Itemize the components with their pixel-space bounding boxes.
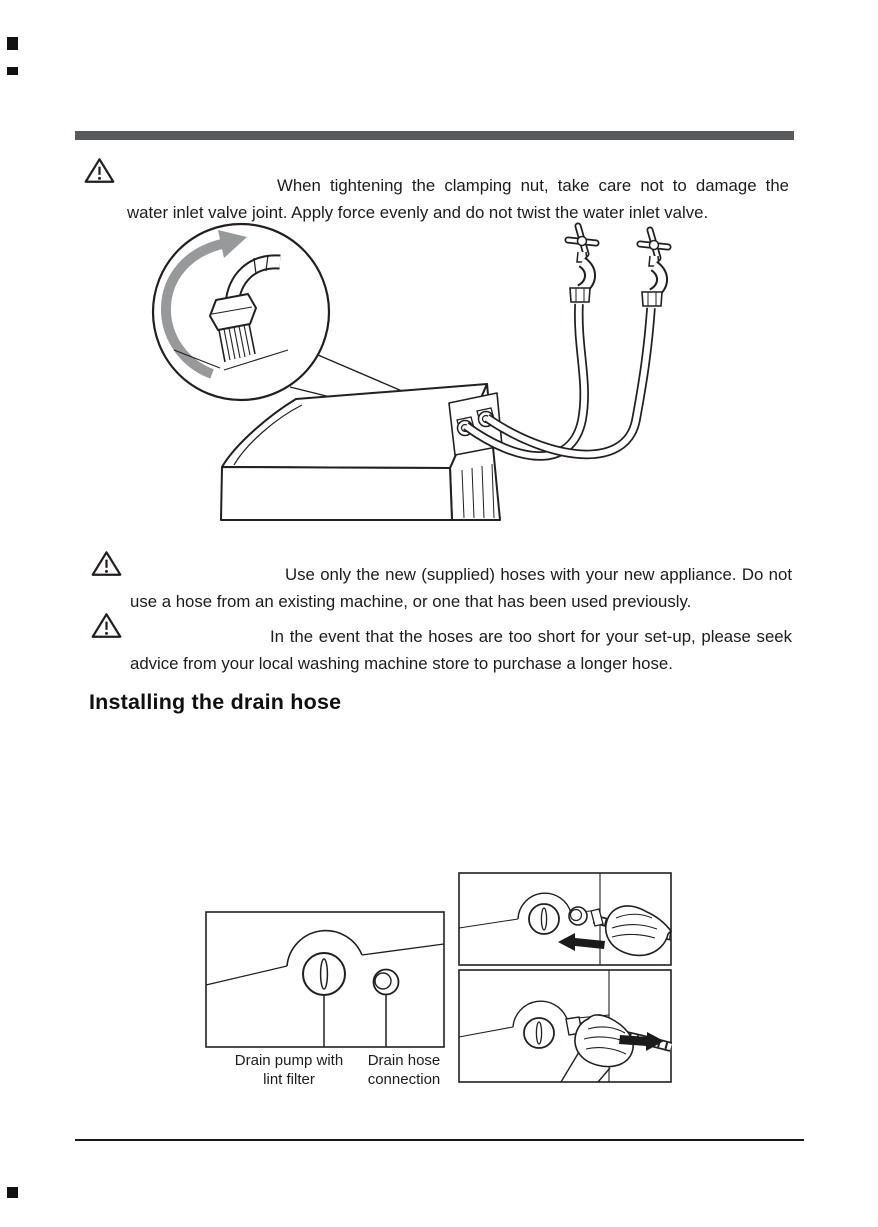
inlet-hoses [463, 303, 656, 461]
inlet-hose-figure [120, 222, 740, 527]
section-divider-bar [75, 131, 794, 140]
warning-triangle-icon [91, 549, 122, 578]
water-tap-icon [636, 226, 672, 307]
warning-text-hose-length: In the event that the hoses are too shor… [130, 626, 792, 673]
inlet-hose-figure-svg [151, 222, 672, 521]
warning-text-clamping-nut: When tightening the clamping nut, take c… [127, 175, 789, 222]
drain-hose-step2-figure [458, 969, 672, 1083]
hand [605, 905, 672, 957]
print-registration-mark [7, 37, 18, 50]
page-footer-rule [75, 1139, 804, 1141]
drain-hose-step1-figure [458, 872, 672, 966]
rotation-arrowhead [218, 230, 247, 258]
water-tap-icon [564, 222, 600, 303]
print-registration-mark [7, 1187, 18, 1198]
warning-triangle-icon [91, 611, 122, 640]
clamping-nut [209, 293, 257, 331]
rotation-arrow-icon [161, 239, 224, 379]
magnifier-detail [151, 222, 331, 402]
section-heading: Installing the drain hose [89, 689, 342, 714]
valve-threads [218, 323, 256, 363]
rear-panel-lines [461, 463, 495, 519]
label-drain-hose-connection: Drain hose connection [367, 1052, 441, 1088]
drain-panel-figure [205, 911, 445, 1048]
warning-triangle-icon [84, 156, 115, 185]
push-direction-arrow-icon [558, 933, 605, 951]
washing-machine [220, 383, 501, 521]
label-drain-pump: Drain pump with lint filter [234, 1052, 344, 1088]
warning-text-new-hoses: Use only the new (supplied) hoses with y… [130, 564, 792, 611]
hand [560, 1014, 634, 1083]
push-direction-arrow-icon [619, 1032, 664, 1051]
print-registration-mark [7, 67, 18, 75]
